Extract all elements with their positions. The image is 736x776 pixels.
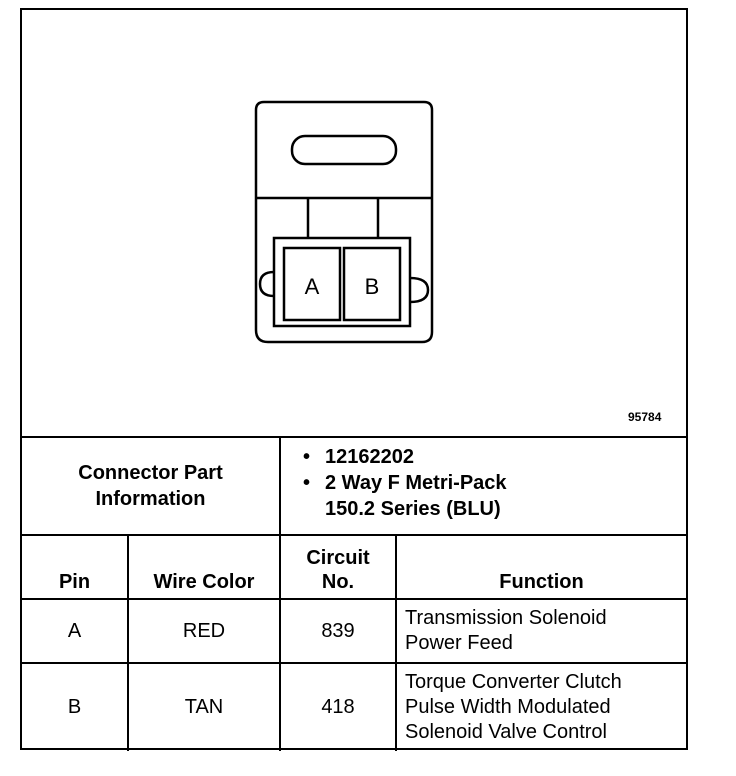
function-cell: Torque Converter Clutch Pulse Width Modu… [394, 662, 687, 751]
connector-series: 150.2 Series (BLU) [325, 498, 501, 520]
latch-slot [290, 134, 398, 166]
function-cell: Transmission Solenoid Power Feed [394, 598, 687, 664]
pin-label-b: B [365, 274, 380, 299]
figure-number: 95784 [628, 410, 662, 424]
circuit-cell: 839 [279, 598, 397, 664]
part-info-label-line2: Information [95, 488, 206, 510]
header-function: Function [394, 534, 687, 600]
pin-cavity-b [342, 246, 402, 322]
circuit-cell: 418 [279, 662, 397, 751]
header-wire-color: Wire Color [127, 534, 281, 600]
pin-cell: A [22, 598, 129, 664]
header-pin: Pin [22, 534, 129, 600]
header-circuit: Circuit No. [279, 534, 397, 600]
wire-color-cell: TAN [127, 662, 281, 751]
header-row: Pin Wire Color Circuit No. Function [22, 534, 687, 600]
connector-spec-table: Connector Part Information •12162202 •2 … [22, 436, 687, 751]
part-number: •12162202 [303, 446, 414, 468]
table-row: B TAN 418 Torque Converter Clutch Pulse … [22, 662, 687, 751]
connector-body [254, 100, 434, 344]
pin-cavity-a [282, 246, 342, 322]
table-row: A RED 839 Transmission Solenoid Power Fe… [22, 598, 687, 664]
part-info-label: Connector Part Information [22, 436, 281, 536]
pin-cell: B [22, 662, 129, 751]
right-notch [409, 276, 430, 304]
part-info-row: Connector Part Information •12162202 •2 … [22, 436, 687, 536]
part-info-values: •12162202 •2 Way F Metri-Pack 150.2 Seri… [278, 436, 687, 536]
left-notch [258, 270, 275, 298]
connector-type: •2 Way F Metri-Pack [303, 472, 507, 494]
pin-housing [272, 236, 412, 328]
wire-color-cell: RED [127, 598, 281, 664]
diagram-frame: A B 95784 Connector Part Information •12… [20, 8, 688, 751]
pin-label-a: A [305, 274, 320, 299]
connector-drawing: A B [254, 100, 434, 344]
part-info-label-line1: Connector Part [78, 462, 223, 484]
